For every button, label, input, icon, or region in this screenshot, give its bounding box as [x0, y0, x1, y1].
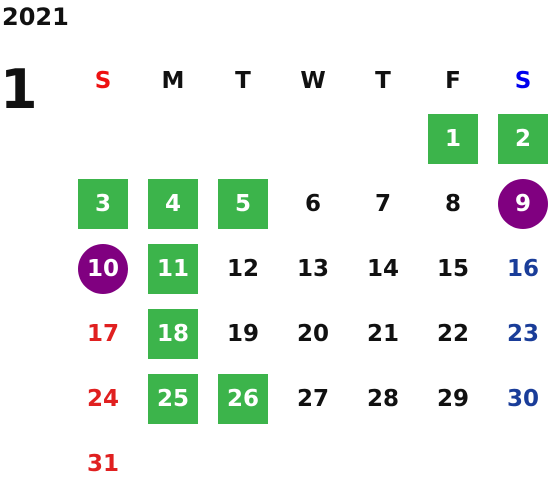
day-cell-empty [208, 106, 278, 171]
day-number: 1 [428, 113, 478, 164]
day-number: 29 [436, 385, 469, 412]
day-number: 26 [218, 373, 268, 424]
day-cell[interactable]: 18 [138, 301, 208, 366]
day-number: 4 [148, 178, 198, 229]
day-cell-empty [348, 106, 418, 171]
day-number: 9 [498, 178, 548, 229]
day-number: 18 [148, 308, 198, 359]
day-number: 6 [304, 190, 321, 217]
day-number: 27 [296, 385, 329, 412]
day-number: 31 [86, 450, 119, 477]
day-cell[interactable]: 11 [138, 236, 208, 301]
weekday-sat: S [514, 68, 532, 94]
year-label: 2021 [2, 3, 69, 31]
day-number: 21 [366, 320, 399, 347]
day-cell[interactable]: 22 [418, 301, 488, 366]
day-number: 12 [226, 255, 259, 282]
day-number: 11 [148, 243, 198, 294]
day-number: 14 [366, 255, 399, 282]
day-cell[interactable]: 4 [138, 171, 208, 236]
day-number: 5 [218, 178, 268, 229]
day-cell-empty [278, 431, 348, 496]
day-number: 7 [374, 190, 391, 217]
day-number: 13 [296, 255, 329, 282]
weekday-sun: S [94, 68, 112, 94]
day-number: 30 [506, 385, 539, 412]
day-cell[interactable]: 3 [68, 171, 138, 236]
day-number: 24 [86, 385, 119, 412]
day-number: 20 [296, 320, 329, 347]
day-cell[interactable]: 19 [208, 301, 278, 366]
day-cell[interactable]: 24 [68, 366, 138, 431]
day-cell[interactable]: 8 [418, 171, 488, 236]
weekday-thu: T [375, 68, 391, 94]
day-cell[interactable]: 31 [68, 431, 138, 496]
day-cell-empty [278, 106, 348, 171]
day-number: 22 [436, 320, 469, 347]
day-cell[interactable]: 20 [278, 301, 348, 366]
day-cell-empty [348, 431, 418, 496]
day-cell[interactable]: 14 [348, 236, 418, 301]
weekday-tue: T [235, 68, 251, 94]
day-cell-empty [68, 106, 138, 171]
weekday-fri: F [445, 68, 461, 94]
day-cell[interactable]: 26 [208, 366, 278, 431]
day-number: 2 [498, 113, 548, 164]
day-cell-empty [138, 106, 208, 171]
day-cell[interactable]: 17 [68, 301, 138, 366]
weekday-wed: W [300, 68, 326, 94]
day-cell[interactable]: 27 [278, 366, 348, 431]
day-cell[interactable]: 7 [348, 171, 418, 236]
day-number: 10 [78, 243, 128, 294]
day-number: 23 [506, 320, 539, 347]
day-number: 19 [226, 320, 259, 347]
day-cell[interactable]: 12 [208, 236, 278, 301]
day-cell[interactable]: 1 [418, 106, 488, 171]
day-number: 25 [148, 373, 198, 424]
day-cell[interactable]: 30 [488, 366, 548, 431]
day-cell[interactable]: 5 [208, 171, 278, 236]
day-number: 17 [86, 320, 119, 347]
day-number: 28 [366, 385, 399, 412]
day-cell[interactable]: 15 [418, 236, 488, 301]
calendar-grid: S M T W T F S 1 2 3 4 5 6 7 8 9 10 11 12… [68, 56, 548, 496]
weekday-mon: M [161, 68, 185, 94]
day-cell[interactable]: 9 [488, 171, 548, 236]
day-cell[interactable]: 16 [488, 236, 548, 301]
day-cell[interactable]: 6 [278, 171, 348, 236]
day-cell-empty [138, 431, 208, 496]
day-number: 3 [78, 178, 128, 229]
day-cell-empty [418, 431, 488, 496]
month-number: 1 [0, 58, 38, 121]
day-cell[interactable]: 28 [348, 366, 418, 431]
day-cell[interactable]: 2 [488, 106, 548, 171]
day-cell-empty [208, 431, 278, 496]
day-cell[interactable]: 13 [278, 236, 348, 301]
day-cell-empty [488, 431, 548, 496]
day-cell[interactable]: 23 [488, 301, 548, 366]
day-number: 16 [506, 255, 539, 282]
day-number: 8 [444, 190, 461, 217]
day-cell[interactable]: 21 [348, 301, 418, 366]
day-number: 15 [436, 255, 469, 282]
day-cell[interactable]: 10 [68, 236, 138, 301]
day-cell[interactable]: 29 [418, 366, 488, 431]
day-cell[interactable]: 25 [138, 366, 208, 431]
